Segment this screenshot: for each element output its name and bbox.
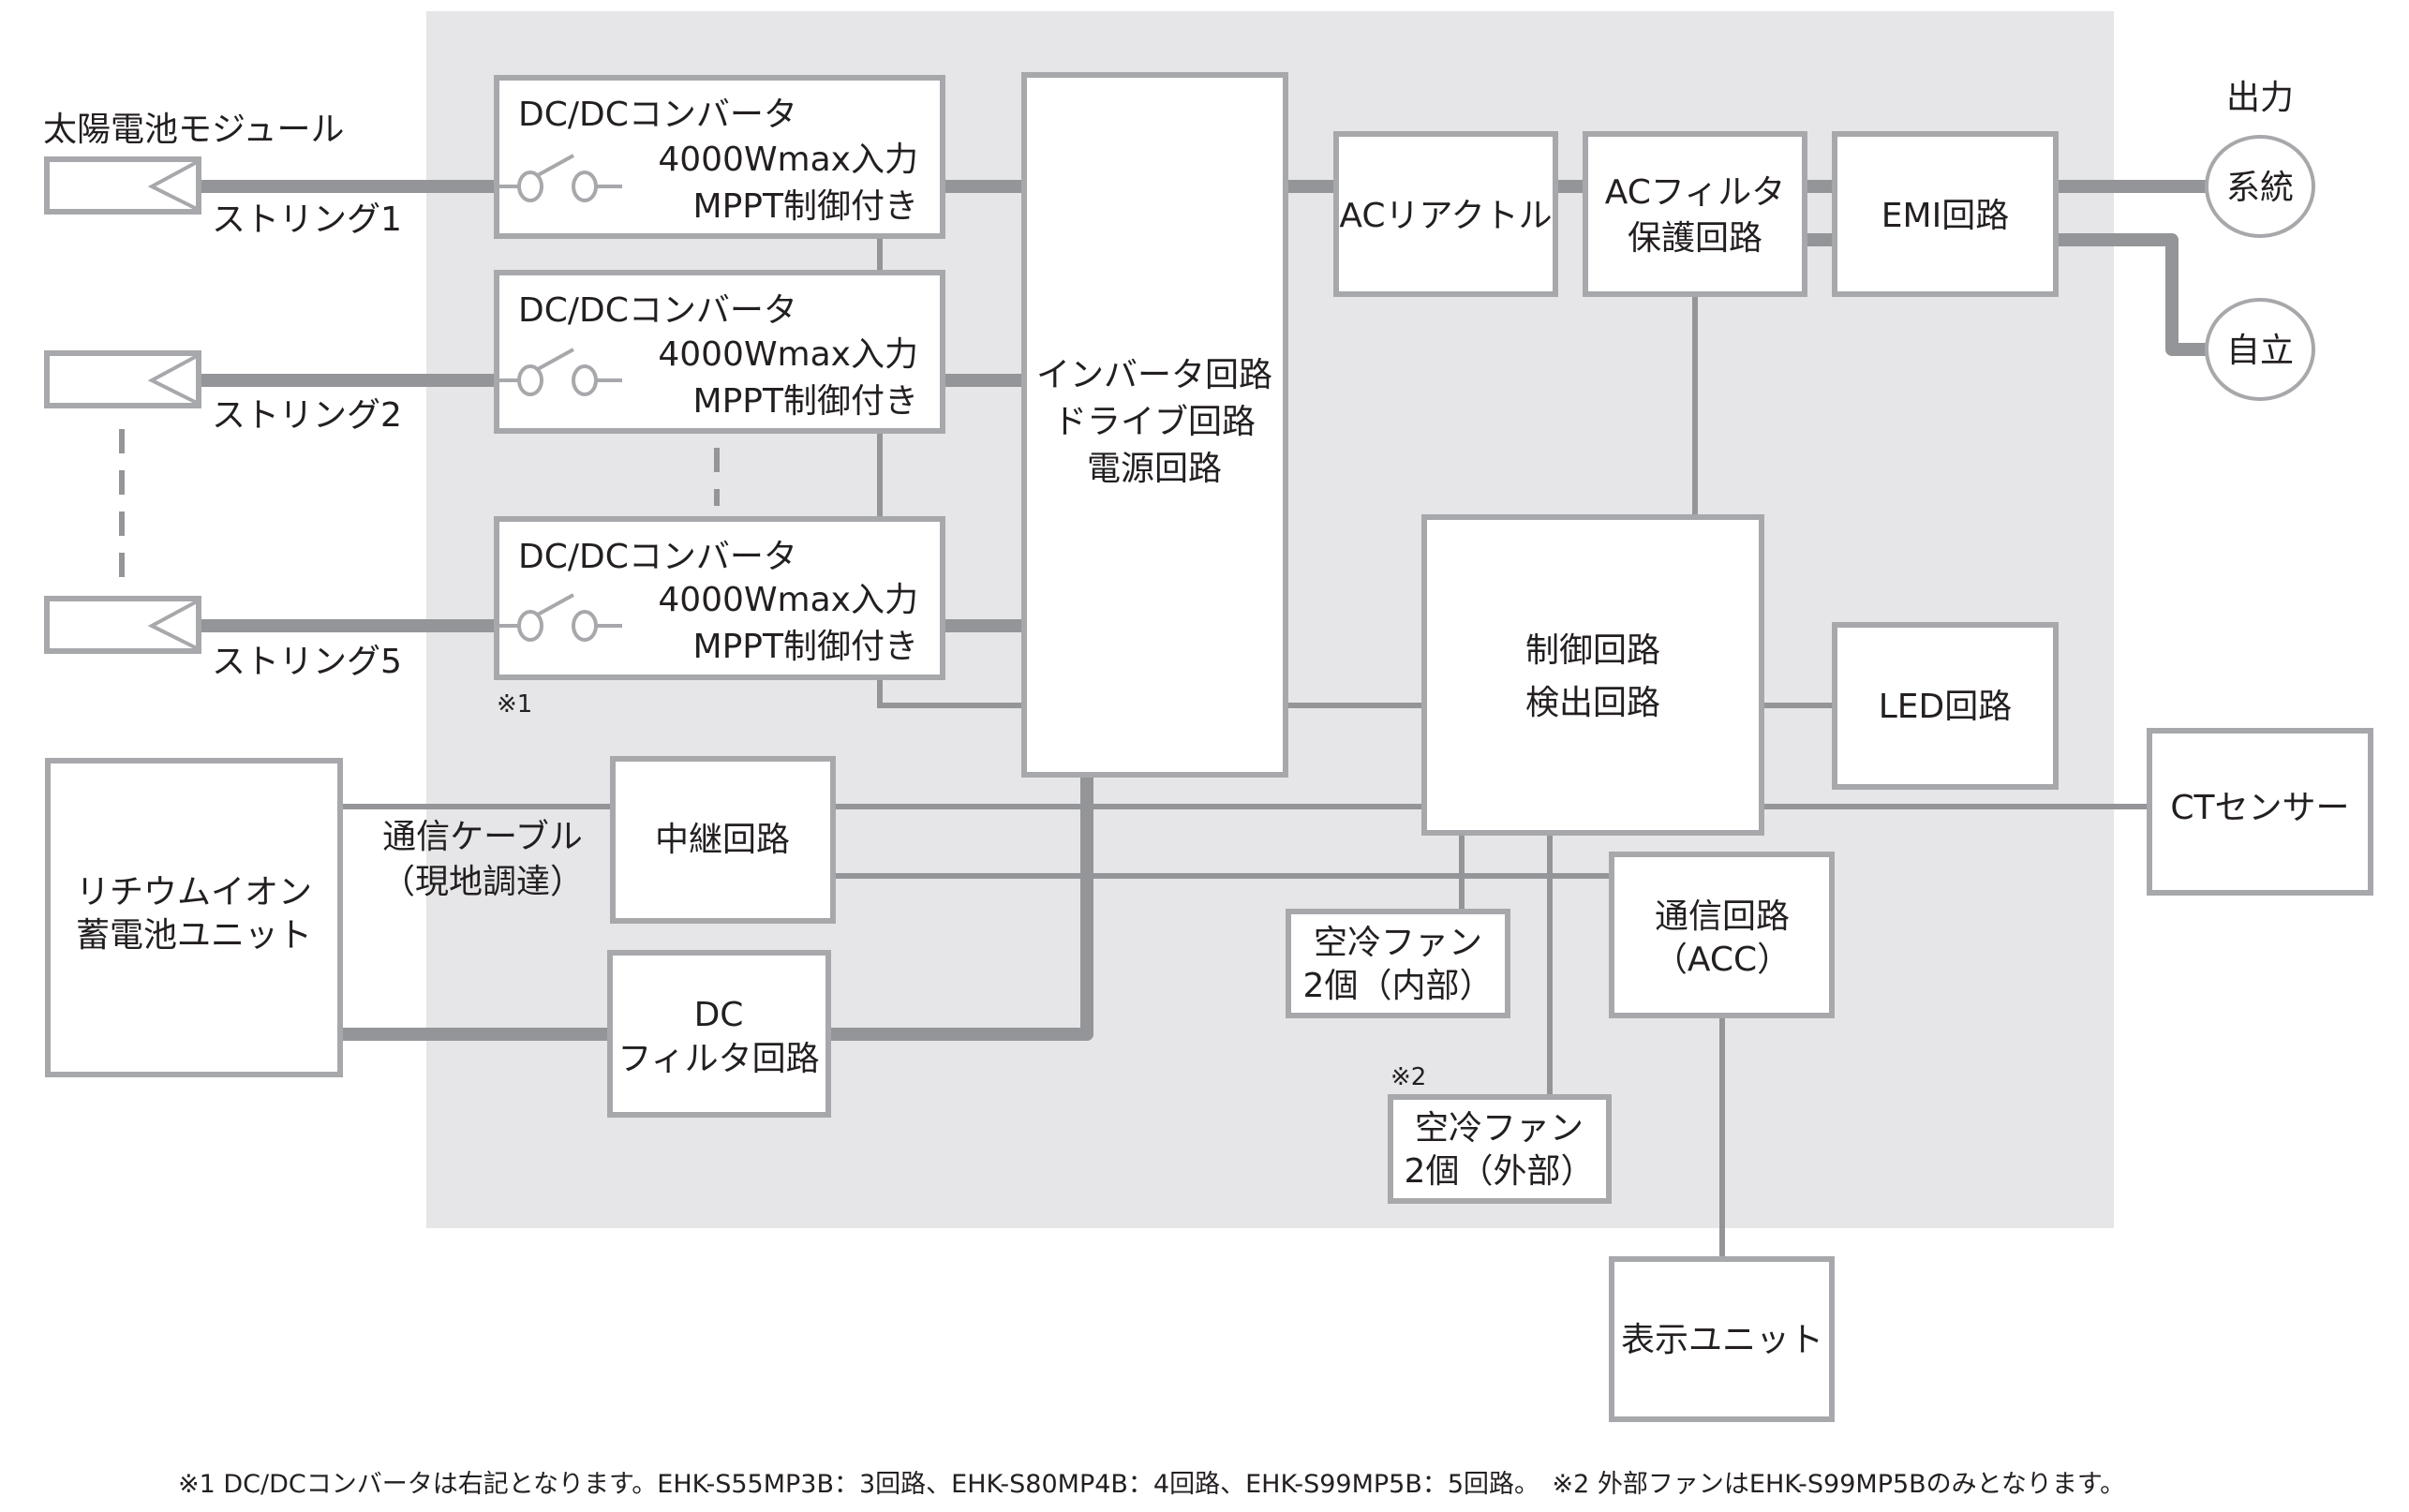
display-unit-label: 表示ユニット xyxy=(1621,1321,1823,1359)
connection-lines xyxy=(119,180,2207,1259)
wire-dcdc5-control xyxy=(877,677,1024,708)
solar-module-string1: ストリング1 xyxy=(44,156,402,239)
comm-cable-label: 通信ケーブル xyxy=(382,818,583,856)
solar-panel-icon xyxy=(44,350,201,408)
wire-emi-standalone xyxy=(2056,233,2207,356)
dcdc-input-rating: 4000Wmax入力 xyxy=(658,141,918,179)
solar-module-string2: ストリング2 xyxy=(44,350,402,435)
display-unit-block: 表示ユニット xyxy=(1609,1256,1835,1422)
standalone-label: 自立 xyxy=(2226,332,2294,370)
comm-circuit-block: 通信回路 （ACC） xyxy=(1609,852,1835,1018)
dcdc-title: DC/DCコンバータ xyxy=(518,96,797,134)
output-grid: 系統 xyxy=(2205,135,2315,238)
relay-block: 中継回路 xyxy=(610,756,836,924)
dc-filter-label-line2: フィルタ回路 xyxy=(617,1040,819,1078)
switch-icon xyxy=(499,348,622,396)
fan-internal-line2: 2個（内部） xyxy=(1303,967,1494,1005)
string-label: ストリング5 xyxy=(212,643,402,681)
dcdc-converter-2: DC/DCコンバータ 4000Wmax入力 MPPT制御付き xyxy=(494,270,945,434)
output-label: 出力 xyxy=(2226,79,2294,117)
dcdc-converter-5: DC/DCコンバータ 4000Wmax入力 MPPT制御付き xyxy=(494,516,945,680)
drive-circuit-label: ドライブ回路 xyxy=(1053,403,1256,441)
power-supply-circuit-label: 電源回路 xyxy=(1087,450,1222,488)
emi-label: EMI回路 xyxy=(1881,197,2009,235)
ac-reactor-block: ACリアクトル xyxy=(1333,131,1558,297)
led-label: LED回路 xyxy=(1879,688,2013,726)
dc-filter-label-line1: DC xyxy=(694,996,744,1034)
ac-reactor-label: ACリアクトル xyxy=(1339,197,1552,235)
string-label: ストリング1 xyxy=(212,200,402,239)
fan-internal-line1: 空冷ファン xyxy=(1314,924,1482,962)
detection-circuit-label: 検出回路 xyxy=(1525,684,1660,722)
dcdc-title: DC/DCコンバータ xyxy=(518,538,797,576)
solar-panel-icon xyxy=(44,156,201,215)
battery-label-line2: 蓄電池ユニット xyxy=(76,916,312,955)
fan-external-line1: 空冷ファン xyxy=(1415,1109,1584,1148)
relay-label: 中継回路 xyxy=(655,821,790,859)
switch-icon xyxy=(499,154,622,202)
emi-block: EMI回路 xyxy=(1832,131,2059,297)
dcdc-input-rating: 4000Wmax入力 xyxy=(658,581,918,619)
control-circuit-label: 制御回路 xyxy=(1525,631,1660,670)
switch-icon xyxy=(499,593,622,642)
ac-filter-label: ACフィルタ xyxy=(1605,173,1785,212)
solar-panel-icon xyxy=(44,596,201,654)
footnote: ※1 DC/DCコンバータは右記となります。EHK-S55MP3B：3回路、EH… xyxy=(178,1470,2125,1499)
ac-filter-block: ACフィルタ 保護回路 xyxy=(1583,131,1807,297)
grid-label: 系統 xyxy=(2226,169,2294,207)
battery-unit-block: リチウムイオン 蓄電池ユニット xyxy=(45,758,343,1077)
comm-cable-note: （現地調達） xyxy=(381,863,584,901)
battery-label-line1: リチウムイオン xyxy=(76,873,312,912)
fan-internal-block: 空冷ファン 2個（内部） xyxy=(1286,909,1510,1018)
panel-wedge-icon xyxy=(147,159,200,212)
dcdc-converter-1: DC/DCコンバータ 4000Wmax入力 MPPT制御付き xyxy=(494,75,945,239)
control-block: 制御回路 検出回路 xyxy=(1421,514,1764,836)
inverter-circuit-label: インバータ回路 xyxy=(1036,356,1272,394)
dcdc-mppt: MPPT制御付き xyxy=(693,382,918,421)
led-block: LED回路 xyxy=(1832,622,2059,790)
output-standalone: 自立 xyxy=(2205,298,2315,401)
solar-module-label: 太陽電池モジュール xyxy=(43,111,344,149)
panel-wedge-icon xyxy=(147,353,200,406)
dcdc-mppt: MPPT制御付き xyxy=(693,628,918,666)
string-label: ストリング2 xyxy=(212,396,402,435)
dcdc-title: DC/DCコンバータ xyxy=(518,291,797,330)
inverter-block: インバータ回路 ドライブ回路 電源回路 xyxy=(1021,72,1288,778)
dcdc-input-rating: 4000Wmax入力 xyxy=(658,335,918,374)
panel-wedge-icon xyxy=(147,599,200,651)
fan-external-line2: 2個（外部） xyxy=(1405,1152,1595,1191)
protection-circuit-label: 保護回路 xyxy=(1628,219,1762,258)
note2-marker: ※2 xyxy=(1390,1063,1426,1091)
ct-sensor-label: CTセンサー xyxy=(2170,789,2349,827)
comm-circuit-line2: （ACC） xyxy=(1654,941,1791,979)
ct-sensor-block: CTセンサー xyxy=(2147,728,2373,896)
note1-marker: ※1 xyxy=(497,690,532,719)
wire-dcfilter-inverter xyxy=(828,775,1093,1041)
dc-filter-block: DC フィルタ回路 xyxy=(607,950,831,1118)
dcdc-mppt: MPPT制御付き xyxy=(693,187,918,226)
comm-circuit-line1: 通信回路 xyxy=(1655,897,1790,936)
fan-external-block: 空冷ファン 2個（外部） xyxy=(1388,1094,1612,1204)
solar-module-string5: ストリング5 xyxy=(44,596,402,681)
